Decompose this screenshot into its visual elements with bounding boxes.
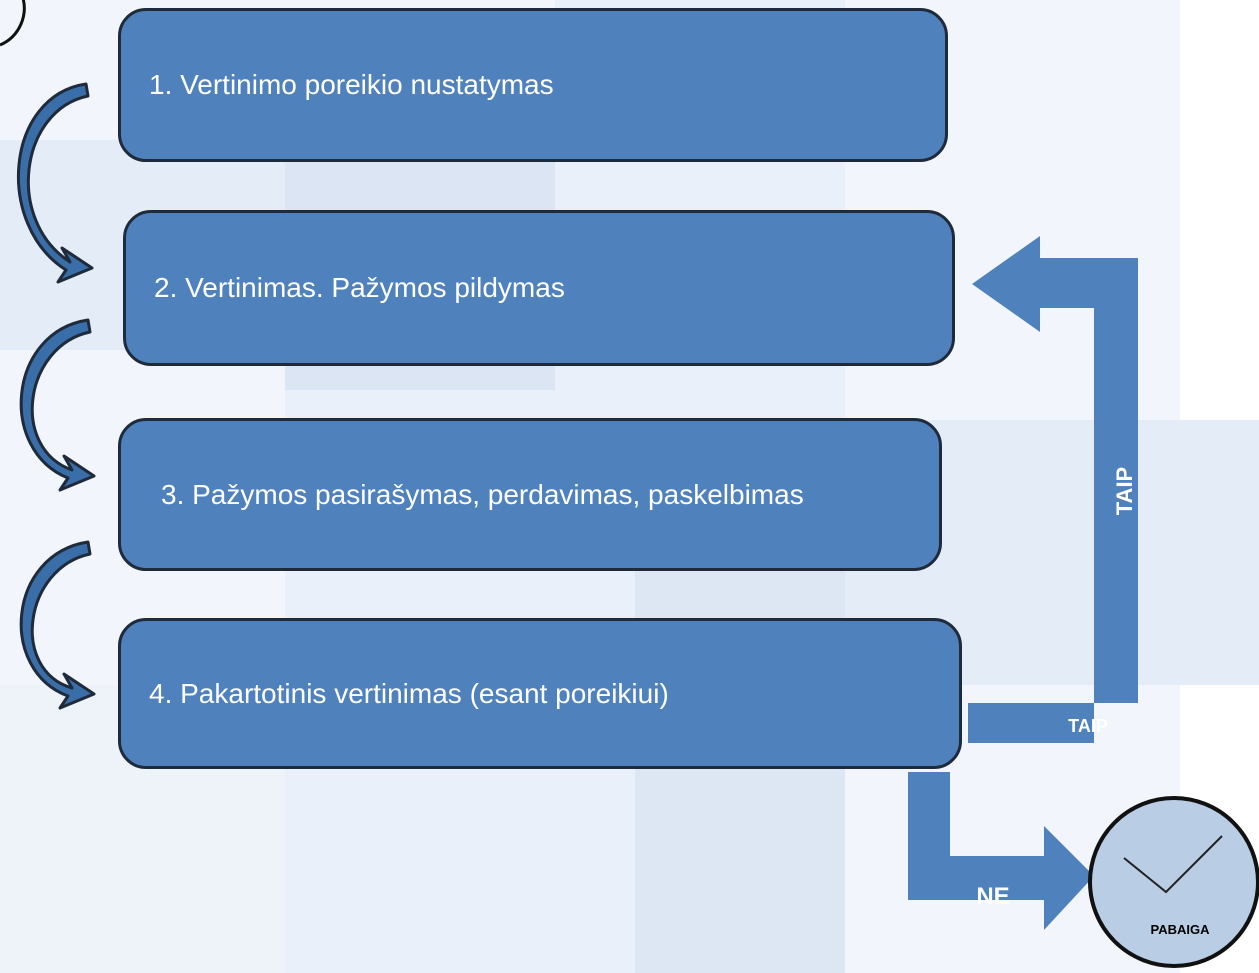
step-1-label: 1. Vertinimo poreikio nustatymas: [149, 69, 554, 100]
loop-label-horizontal: TAIP: [1068, 716, 1108, 736]
loop-label-vertical: TAIP: [1112, 467, 1137, 515]
step-2-box: 2. Vertinimas. Pažymos pildymas: [123, 210, 955, 366]
step-3-box: 3. Pažymos pasirašymas, perdavimas, pask…: [118, 418, 942, 571]
end-node-circle: [1088, 796, 1259, 968]
end-node-label: PABAIGA: [1151, 922, 1211, 937]
corner-circle-fragment: [0, 0, 26, 47]
curved-arrow-icon: [19, 540, 96, 710]
curved-arrow-icon: [16, 82, 94, 284]
exit-arrow-no: [908, 772, 1094, 930]
step-4-label: 4. Pakartotinis vertinimas (esant poreik…: [149, 677, 669, 709]
check-mark-icon: [1123, 835, 1223, 894]
loop-arrow-yes: [968, 236, 1138, 743]
step-1-box: 1. Vertinimo poreikio nustatymas: [118, 8, 948, 162]
step-3-label: 3. Pažymos pasirašymas, perdavimas, pask…: [161, 478, 804, 510]
curved-arrow-icon: [19, 318, 96, 492]
exit-label: NE: [976, 883, 1009, 910]
step-2-label: 2. Vertinimas. Pažymos pildymas: [154, 272, 565, 303]
step-4-box: 4. Pakartotinis vertinimas (esant poreik…: [118, 618, 962, 769]
